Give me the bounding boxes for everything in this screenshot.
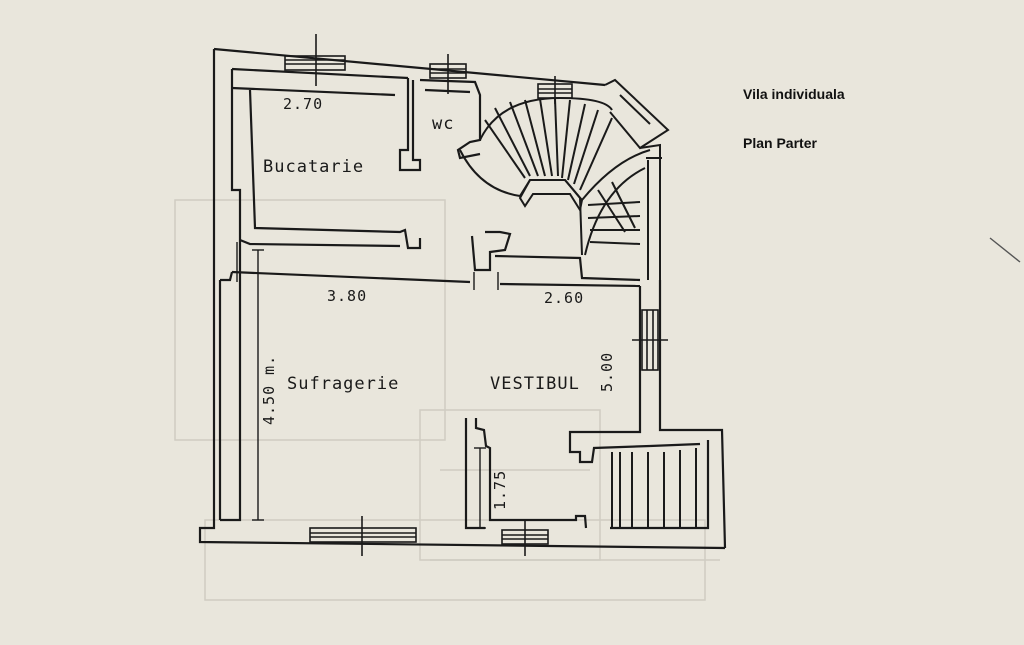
windows [284, 34, 668, 556]
paper-mark [989, 237, 1021, 263]
vestibul-walls [568, 280, 701, 464]
room-label-dining: Sufragerie [287, 374, 399, 394]
dim-dining-width: 3.80 [327, 287, 367, 305]
dim-hall-depth: 5.00 [598, 352, 616, 392]
dim-entry-width: 1.75 [491, 470, 509, 510]
outer-walls [198, 47, 727, 550]
dim-dining-depth: 4.50 m. [260, 355, 278, 425]
kitchen-walls [231, 78, 471, 284]
entry-steps [611, 448, 697, 528]
dim-kitchen-width: 2.70 [283, 95, 323, 113]
window-kitchen-top [284, 34, 346, 86]
central-partition [470, 230, 641, 288]
window-wc-top [429, 54, 467, 94]
caption-title: Vila individuala [743, 86, 845, 102]
caption-subtitle: Plan Parter [743, 135, 817, 151]
room-label-kitchen: Bucatarie [263, 157, 364, 177]
window-vestibul-bottom [501, 520, 549, 556]
ghost-lines [174, 199, 720, 601]
dimension-lines [236, 242, 641, 529]
window-vestibul-right [632, 309, 668, 371]
room-label-hall: VESTIBUL [490, 374, 580, 394]
dim-hall-width: 2.60 [544, 289, 584, 307]
spiral-stair [459, 78, 670, 280]
room-label-wc: wc [432, 114, 454, 134]
window-stair-top [537, 76, 573, 104]
window-dining-bottom [309, 516, 417, 556]
